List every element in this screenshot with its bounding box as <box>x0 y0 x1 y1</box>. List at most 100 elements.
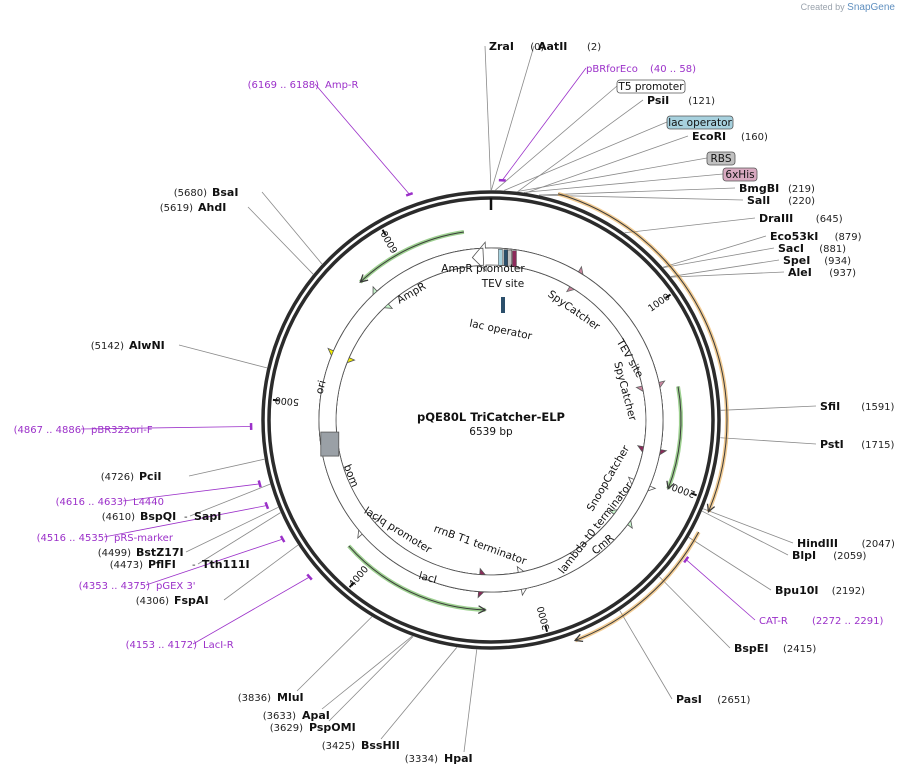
orange-outer-arc-2 <box>573 531 701 643</box>
primer-mark-laci-r <box>306 573 313 581</box>
site-pflfi: PflFI <box>148 558 176 571</box>
tick-mark-5000 <box>272 398 279 402</box>
site-line-draiii <box>624 217 756 234</box>
green-arc-right <box>666 386 683 491</box>
site-line-hindiii <box>703 508 794 544</box>
site-pos-alwni: (5142) <box>91 341 124 352</box>
feature-label-laci: lacI <box>417 570 438 586</box>
site-sapi: SapI <box>194 510 221 523</box>
feature-label-rrnb: rrnB T1 terminator <box>432 523 529 568</box>
site-pos-mlui: (3836) <box>238 693 271 704</box>
feature-label-ori: ori <box>314 379 329 395</box>
site-line-apai <box>321 635 413 710</box>
green-arc-right-glow <box>666 386 683 490</box>
feature-label-tev1: TEV site <box>481 278 525 290</box>
site-line-sfii <box>720 405 817 411</box>
tick-mark-3000 <box>544 625 549 632</box>
green-arc-laci <box>347 544 487 614</box>
primer-line-5 <box>145 538 283 586</box>
primer-label-3: L4440 <box>133 497 164 508</box>
box-line-3 <box>523 173 724 193</box>
origin-feature-box-3 <box>512 250 517 267</box>
site-line-eco53ki <box>662 235 767 268</box>
site-pos-spei: (934) <box>824 256 851 267</box>
site-psii: PsiI <box>647 94 669 107</box>
site-sali: SalI <box>747 194 770 207</box>
site-bspqi: BspQI <box>140 510 176 523</box>
site-zrai: ZraI <box>489 40 514 53</box>
primer-line-7 <box>685 559 756 621</box>
box-label-3: 6xHis <box>725 169 754 181</box>
primer-label-4: pRS-marker <box>114 533 174 544</box>
primer-label-2: pBR322ori-F <box>91 425 153 436</box>
credit-prefix: Created by <box>800 2 845 12</box>
site-pos-bstz17i: (4499) <box>98 548 131 559</box>
green-arc-laci-line <box>348 545 486 611</box>
origin-feature-box-2 <box>507 249 513 267</box>
box-label-0: T5 promoter <box>617 81 684 93</box>
site-sep-tth111i: - <box>192 560 196 571</box>
orange-outer-arc-2-head <box>573 633 584 643</box>
leader-lines <box>80 45 817 753</box>
box-2 <box>706 151 736 166</box>
labels: ZraI(0)AatII(2)PsiI(121)EcoRI(160)BmgBI(… <box>14 40 895 765</box>
primer-label-6: LacI-R <box>203 640 234 651</box>
site-psti: PstI <box>820 438 844 451</box>
site-line-spei <box>670 259 780 277</box>
bom-box <box>320 431 340 457</box>
green-arc-amp <box>358 229 465 284</box>
site-pos-ahdi: (5619) <box>160 203 193 214</box>
site-line-tth111i <box>197 512 281 565</box>
plasmid-length: 6539 bp <box>469 426 513 438</box>
site-pos-bspei: (2415) <box>783 644 816 655</box>
tick-label-6000: 6000 <box>379 228 401 254</box>
plasmid-name: pQE80L TriCatcher-ELP <box>417 410 565 424</box>
site-draiii: DraIII <box>759 212 793 225</box>
site-ecori: EcoRI <box>692 130 726 143</box>
site-pos-hpai: (3334) <box>405 754 438 765</box>
tick-label-1000: 1000 <box>646 292 672 315</box>
box-0 <box>616 79 686 94</box>
site-pos-pcii: (4726) <box>101 472 134 483</box>
site-pcii: PciI <box>139 470 161 483</box>
site-line-alei <box>671 271 785 278</box>
site-line-mlui <box>296 616 373 692</box>
site-saci: SacI <box>778 242 804 255</box>
site-sep-sapi: - <box>184 512 188 523</box>
tick-label-2000: 2000 <box>670 481 696 500</box>
site-ahdi: AhdI <box>198 201 226 214</box>
site-line-bspei <box>659 576 731 649</box>
site-pos-bmgbi: (219) <box>788 184 815 195</box>
site-hpai: HpaI <box>444 752 473 765</box>
features <box>249 178 729 643</box>
orange-outer-arc-2-line <box>574 531 700 641</box>
site-pos-bsshii: (3425) <box>322 741 355 752</box>
site-pos-zrai: (0) <box>530 42 544 53</box>
site-line-bsai <box>261 191 323 265</box>
site-pasi: PasI <box>676 693 702 706</box>
site-line-sali <box>539 194 744 201</box>
site-blpi: BlpI <box>792 549 816 562</box>
site-pos-pasi: (2651) <box>717 695 750 706</box>
site-pos-sapi: (4610) <box>102 512 135 523</box>
site-pos-draiii: (645) <box>816 214 843 225</box>
site-line-psti <box>720 437 817 445</box>
site-bsshii: BssHII <box>361 739 400 752</box>
green-arc-right-line <box>667 386 682 489</box>
site-sfii: SfiI <box>820 400 840 413</box>
primer-range-2: (4867 .. 4886) <box>14 425 86 436</box>
tick-mark-6000 <box>381 229 387 236</box>
primer-mark-prs-marker <box>264 501 270 510</box>
box-line-0 <box>495 85 618 191</box>
site-pos-pspomi: (3629) <box>270 723 303 734</box>
tick-label-3000: 3000 <box>536 605 553 631</box>
site-line-fspai <box>223 544 299 601</box>
site-line-pspomi <box>328 636 414 722</box>
site-line-pcii <box>188 458 265 477</box>
site-line-alwni <box>178 344 268 369</box>
site-pos-bsai: (5680) <box>174 188 207 199</box>
snapgene-credit: Created by SnapGene <box>801 2 895 13</box>
site-eco53ki: Eco53kI <box>770 230 818 243</box>
primer-range-6: (4153 .. 4172) <box>126 640 198 651</box>
